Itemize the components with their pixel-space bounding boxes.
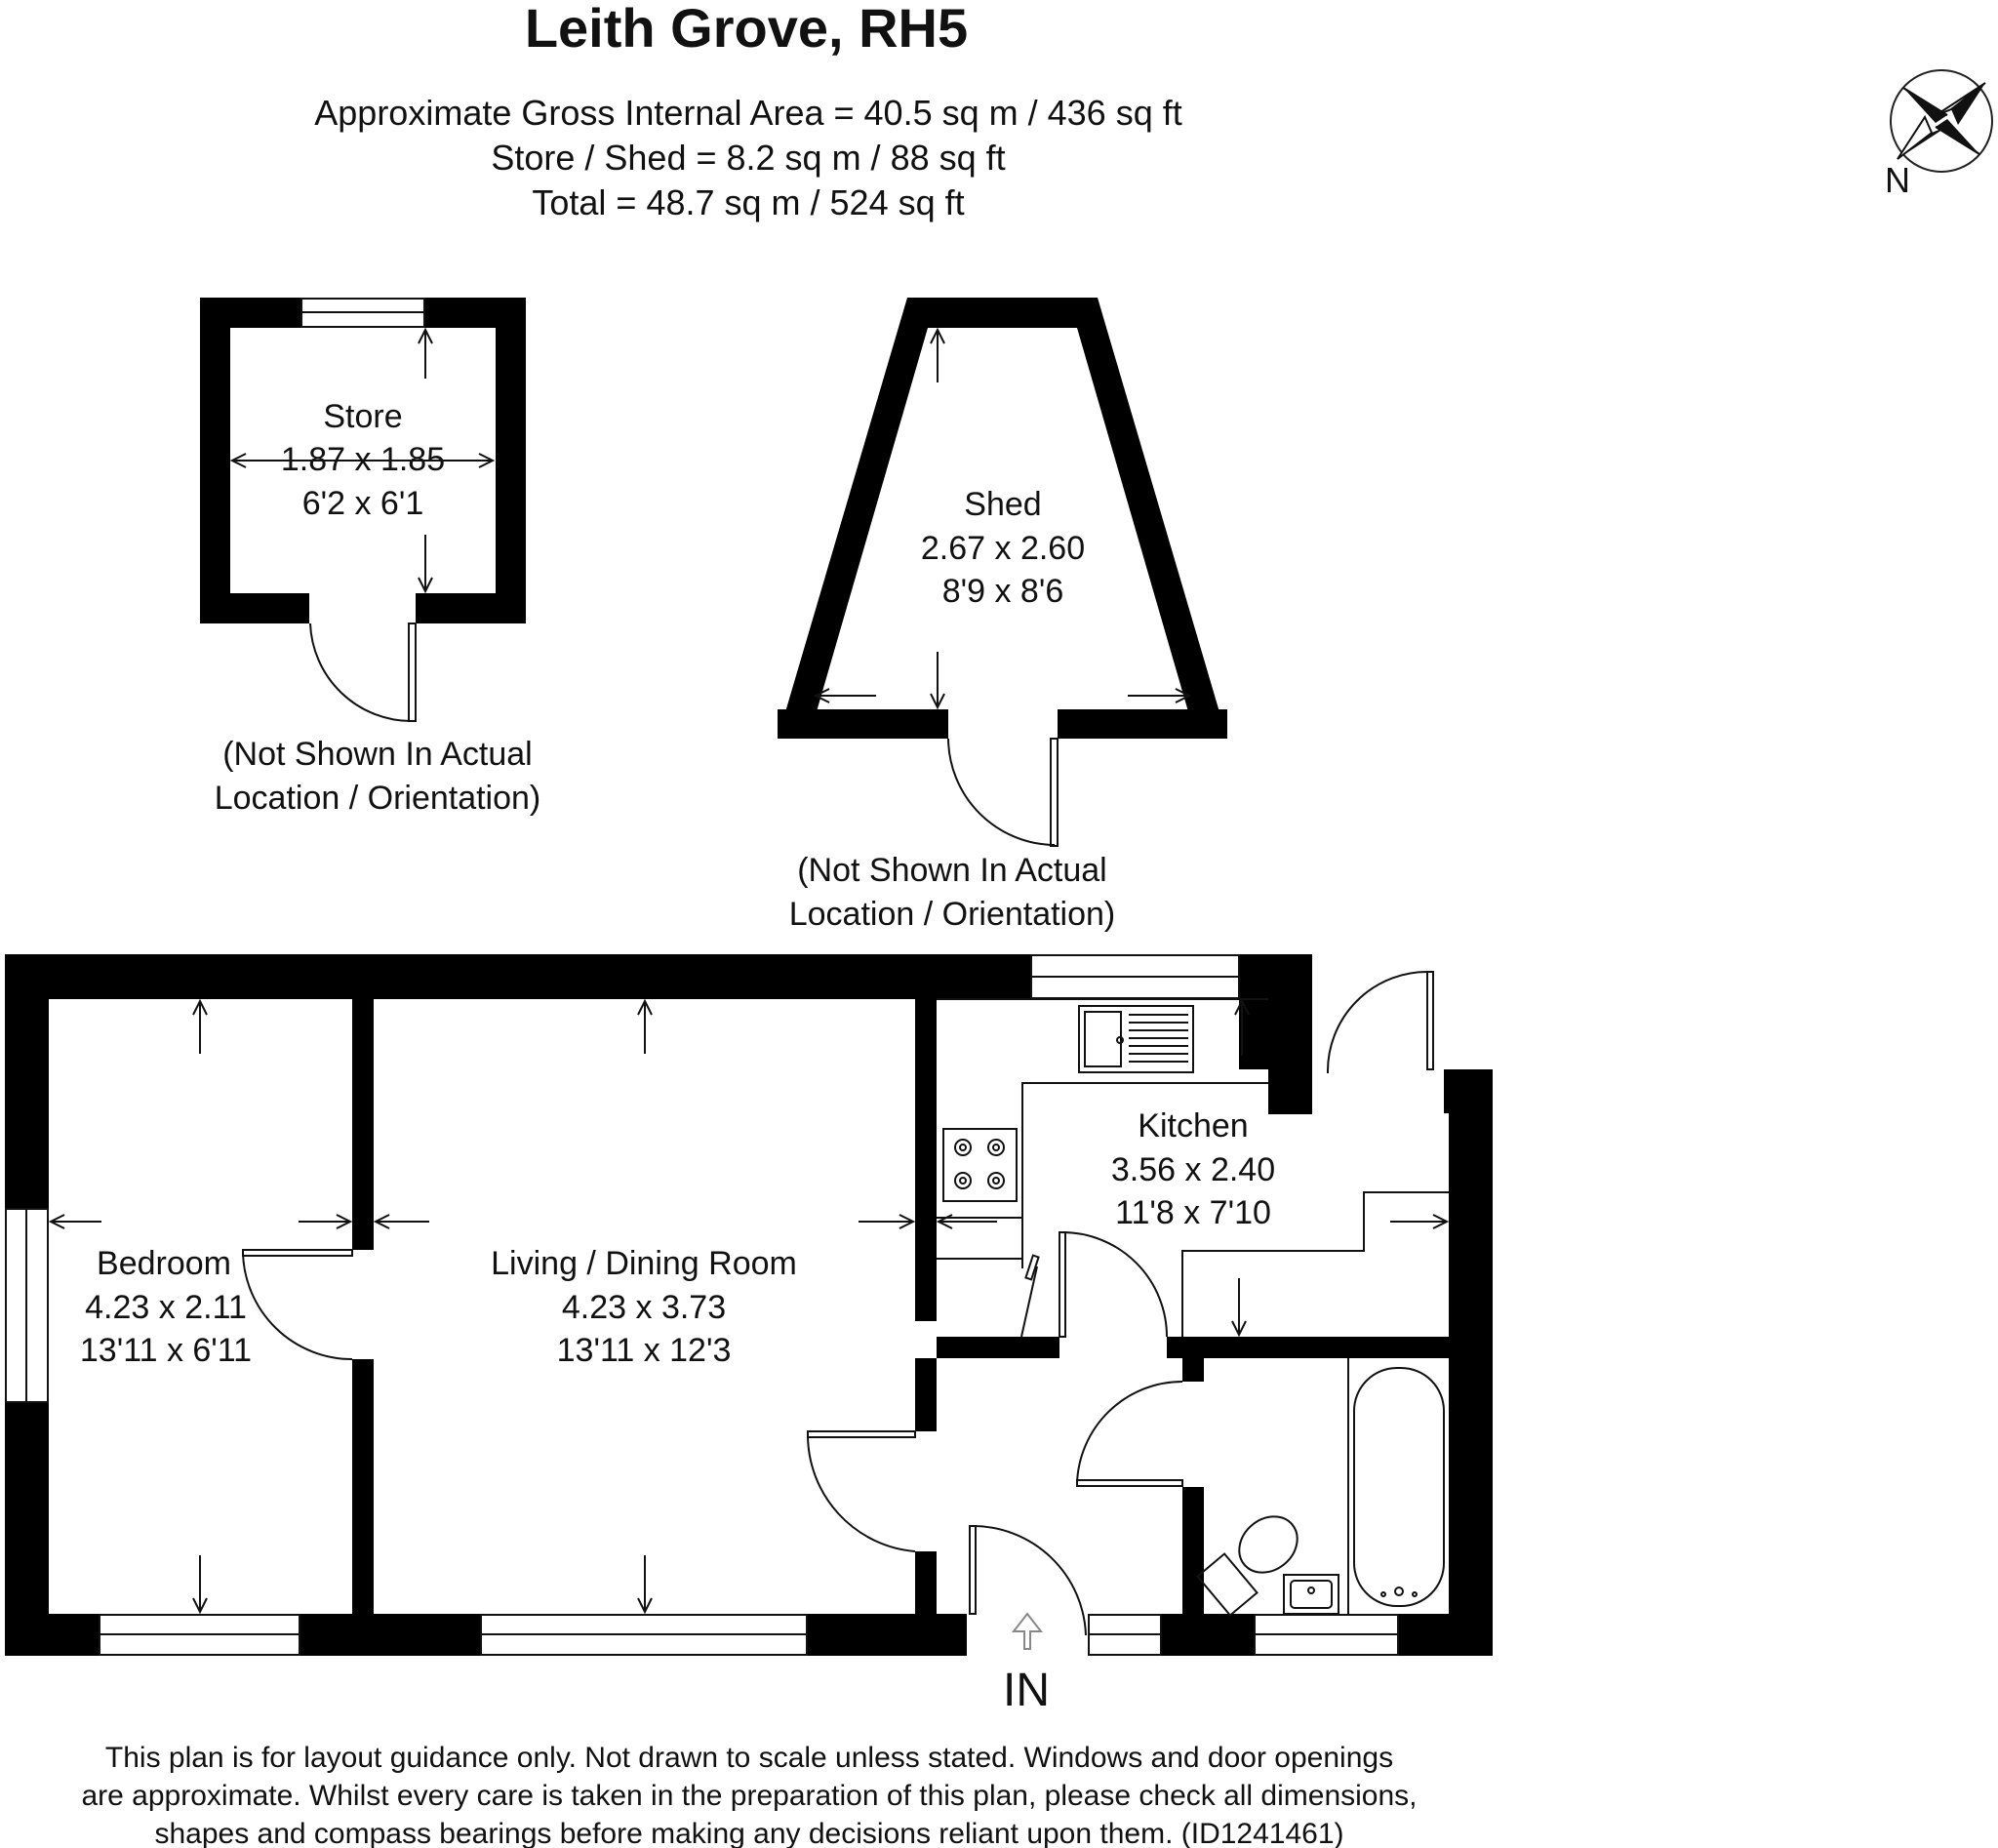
kitchen-metric-dimensions: 3.56 x 2.40 (1111, 1151, 1275, 1188)
living-door-leaf (807, 1430, 916, 1438)
toilet-icon (1196, 1515, 1299, 1617)
store-metric-dimensions: 1.87 x 1.85 (281, 441, 445, 478)
hob-icon (942, 1128, 1018, 1202)
store-door-swing (309, 623, 413, 722)
shed-door-swing (947, 738, 1056, 846)
store-imperial-dimensions: 6'2 x 6'1 (302, 485, 424, 522)
store-location-note-line1: (Not Shown In Actual (222, 736, 533, 773)
shed-outline (778, 298, 1227, 847)
bath-icon (1353, 1367, 1445, 1607)
store-label: Store (323, 398, 402, 435)
living-metric-dimensions: 4.23 x 3.73 (562, 1289, 726, 1326)
store-outline (200, 298, 526, 722)
front-door-leaf (969, 1525, 977, 1615)
bedroom-imperial-dimensions: 13'11 x 6'11 (80, 1332, 252, 1369)
shed-location-note-line1: (Not Shown In Actual (797, 852, 1107, 889)
living-label: Living / Dining Room (491, 1245, 797, 1282)
shed-metric-dimensions: 2.67 x 2.60 (921, 530, 1085, 567)
sink-icon (1078, 1005, 1194, 1073)
total-area-line: Total = 48.7 sq m / 524 sq ft (532, 182, 964, 222)
bathroom-fittings (1196, 1358, 1445, 1617)
entrance-label: IN (1003, 1665, 1050, 1716)
disclaimer-line1: This plan is for layout guidance only. N… (105, 1742, 1393, 1774)
shed-location-note-line2: Location / Orientation) (789, 896, 1116, 933)
shed-label: Shed (964, 486, 1041, 523)
washbasin-icon (1283, 1574, 1339, 1615)
main-doors (242, 970, 1434, 1636)
disclaimer-line3: shapes and compass bearings before makin… (154, 1818, 1343, 1848)
compass-star-icon (1890, 69, 1993, 173)
entrance-arrow-icon (1011, 1612, 1044, 1650)
main-windows (5, 954, 1399, 1656)
store-location-note-line2: Location / Orientation) (215, 780, 541, 817)
shed-dimension-arrows (813, 327, 1192, 710)
back-door-leaf (1426, 971, 1434, 1070)
disclaimer-line2: are approximate. Whilst every care is ta… (81, 1780, 1417, 1812)
kitchen-imperial-dimensions: 11'8 x 7'10 (1115, 1194, 1271, 1231)
plan-title: Leith Grove, RH5 (525, 0, 968, 59)
kitchen-door-leaf (1059, 1231, 1066, 1338)
cupboard-door-leaf (1024, 1254, 1040, 1281)
kitchen-fittings (937, 998, 1449, 1337)
bedroom-door-leaf (242, 1249, 353, 1257)
living-imperial-dimensions: 13'11 x 12'3 (557, 1332, 732, 1369)
compass-north-label: N (1885, 160, 1910, 200)
store-door-leaf (408, 623, 417, 722)
main-dimension-arrows (48, 998, 1450, 1615)
store-dimension-arrows (229, 327, 496, 594)
gross-area-line: Approximate Gross Internal Area = 40.5 s… (314, 93, 1181, 133)
kitchen-label: Kitchen (1138, 1107, 1248, 1145)
bedroom-metric-dimensions: 4.23 x 2.11 (85, 1289, 247, 1326)
bedroom-label: Bedroom (97, 1245, 231, 1282)
store-shed-area-line: Store / Shed = 8.2 sq m / 88 sq ft (491, 138, 1005, 178)
shed-door-leaf (1050, 738, 1059, 847)
bathroom-door-leaf (1076, 1479, 1183, 1487)
shed-imperial-dimensions: 8'9 x 8'6 (942, 573, 1064, 610)
